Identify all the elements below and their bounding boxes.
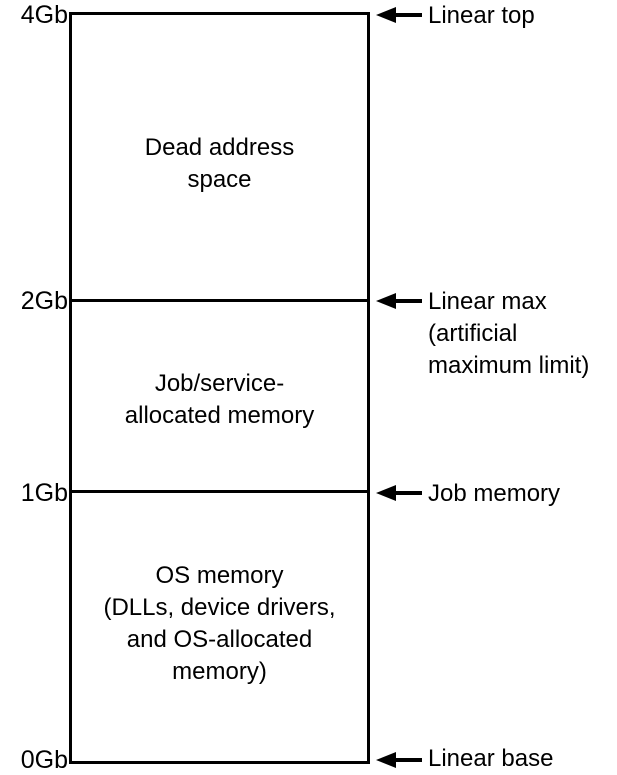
divider-2gb: [69, 299, 367, 302]
left-arrow-icon: [376, 7, 422, 23]
region-job-service-memory: Job/service- allocated memory: [124, 370, 315, 429]
region-dead-address-space: Dead address space: [144, 134, 295, 193]
tick-label-2gb: 2Gb: [20, 287, 68, 315]
region-os-memory: OS memory (DLLs, device drivers, and OS-…: [103, 562, 336, 685]
marker-label-linear-base: Linear base: [428, 745, 554, 772]
tick-label-4gb: 4Gb: [20, 1, 68, 29]
marker-label-linear-max: Linear max (artificial maximum limit): [428, 288, 590, 379]
left-arrow-icon: [376, 752, 422, 768]
tick-label-1gb: 1Gb: [20, 479, 68, 507]
address-space-box: [69, 12, 370, 764]
marker-job-memory: [376, 481, 422, 505]
tick-label-0gb: 0Gb: [20, 746, 68, 774]
marker-label-job-memory: Job memory: [428, 480, 561, 507]
divider-1gb: [69, 490, 367, 493]
left-arrow-icon: [376, 293, 422, 309]
marker-linear-top: [376, 3, 422, 27]
marker-label-linear-top: Linear top: [428, 2, 535, 29]
marker-linear-base: [376, 748, 422, 772]
left-arrow-icon: [376, 485, 422, 501]
marker-linear-max: [376, 289, 422, 313]
